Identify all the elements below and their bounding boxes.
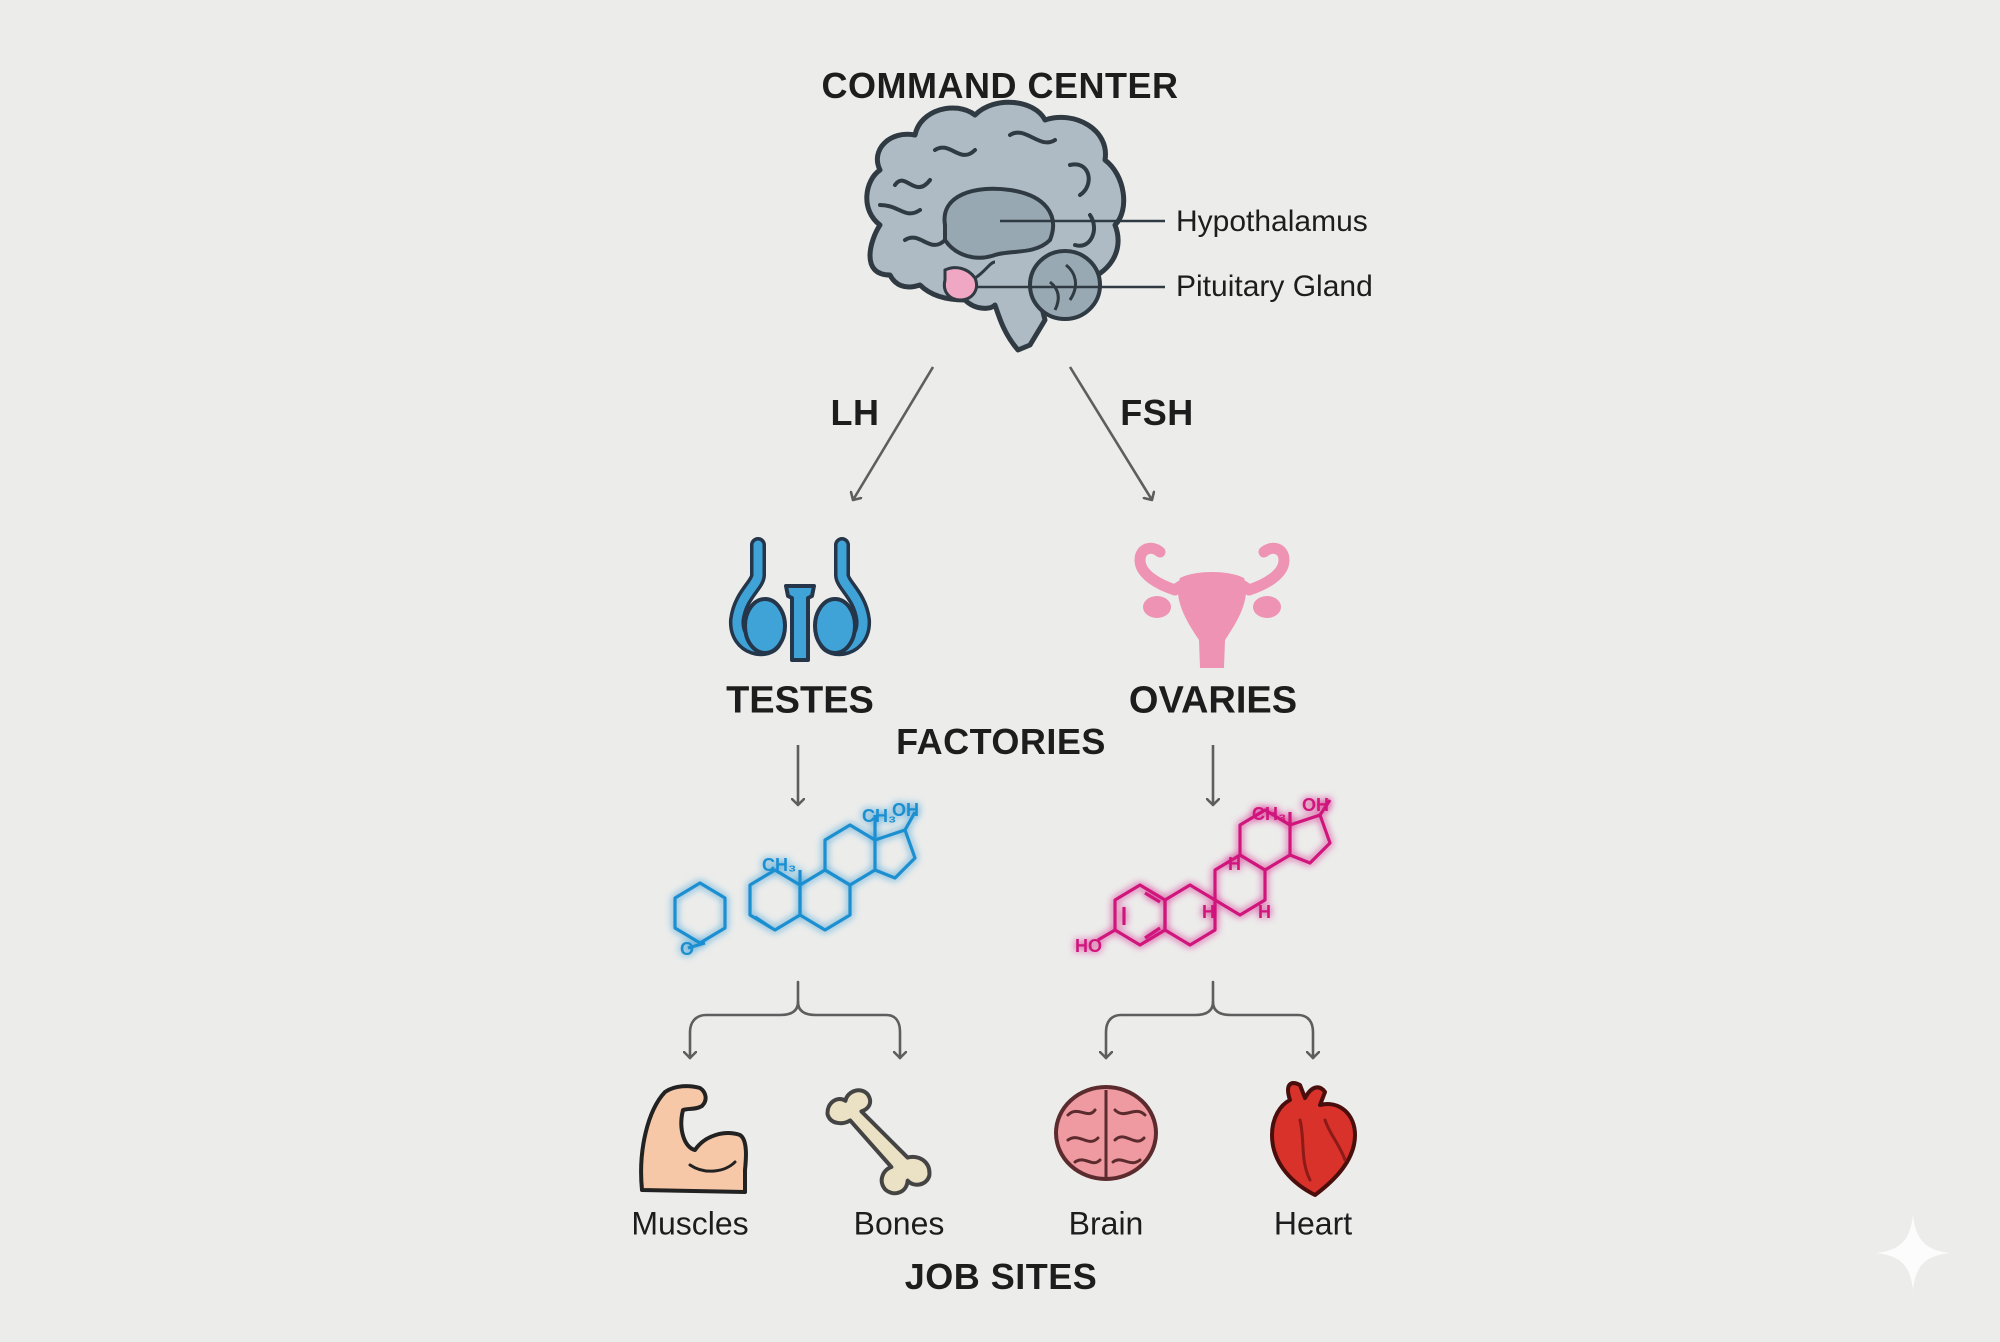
testes-icon <box>729 537 871 662</box>
svg-text:CH₃: CH₃ <box>762 855 796 875</box>
heart-icon <box>1270 1081 1357 1197</box>
svg-text:H: H <box>1258 902 1271 922</box>
brain-small-icon <box>1054 1085 1158 1181</box>
fsh-arrow <box>1068 366 1152 500</box>
svg-text:CH₃: CH₃ <box>1252 804 1286 824</box>
lh-arrow <box>853 366 935 500</box>
svg-text:OH: OH <box>1302 795 1329 815</box>
target-muscles-label: Muscles <box>631 1205 749 1242</box>
svg-text:H: H <box>1202 902 1215 922</box>
command-center-title: COMMAND CENTER <box>821 65 1179 106</box>
pituitary-label: Pituitary Gland <box>1176 270 1373 303</box>
estradiol-molecule <box>1097 799 1332 947</box>
ovaries-label: OVARIES <box>1128 679 1298 722</box>
job-sites-label: JOB SITES <box>904 1256 1098 1297</box>
svg-text:H: H <box>1228 854 1241 874</box>
testosterone-labels: CH₃ OH CH₃ O <box>680 800 919 959</box>
sparkle-icon <box>1876 1215 1950 1290</box>
testosterone-molecule <box>673 811 917 950</box>
svg-text:OH: OH <box>892 800 919 820</box>
target-brain-label: Brain <box>1068 1205 1144 1242</box>
svg-text:CH₃: CH₃ <box>862 806 896 826</box>
lh-label: LH <box>830 392 880 433</box>
bone-icon <box>825 1088 932 1196</box>
brain-icon <box>864 99 1127 353</box>
svg-text:HO: HO <box>1075 936 1102 956</box>
estradiol-branch <box>1106 980 1313 1060</box>
svg-text:O: O <box>680 939 694 959</box>
fsh-label: FSH <box>1120 392 1194 433</box>
muscle-icon <box>639 1084 748 1194</box>
estradiol-labels: CH₃ OH H H H HO <box>1075 795 1329 956</box>
testes-label: TESTES <box>726 679 874 722</box>
hypothalamus-label: Hypothalamus <box>1176 205 1368 238</box>
testosterone-branch <box>690 980 900 1060</box>
factories-label: FACTORIES <box>896 721 1106 762</box>
target-bones-label: Bones <box>853 1205 945 1242</box>
ovaries-icon <box>1134 542 1290 668</box>
target-heart-label: Heart <box>1273 1205 1353 1242</box>
